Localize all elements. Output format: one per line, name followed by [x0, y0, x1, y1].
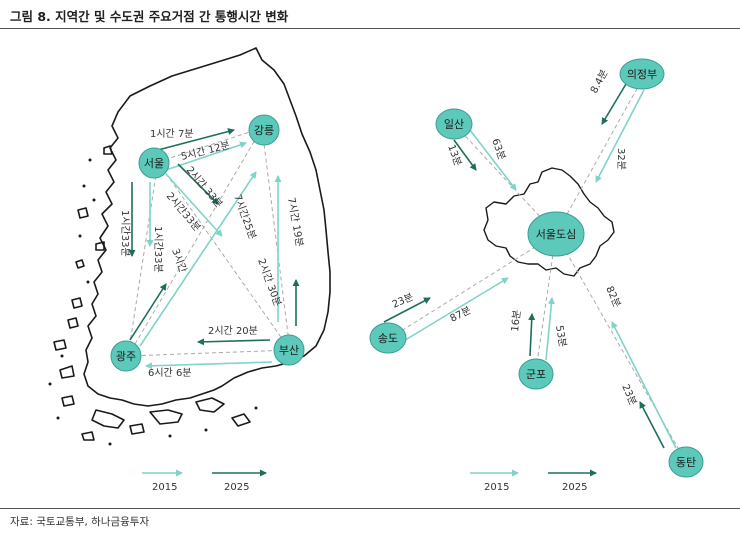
arrow-2025-ilsan [453, 139, 477, 171]
label-2025-seoul-busan: 2시간 33분 [184, 164, 225, 210]
label-2015-uijeongbu: 32분 [615, 148, 627, 170]
arrow-2015-ilsan [469, 129, 517, 191]
label-2025-seoul-gangneung: 1시간 7분 [150, 128, 194, 140]
node-busan-label: 부산 [279, 344, 299, 357]
node-ilsan: 일산 [435, 108, 473, 140]
arrow-2025-seoul-gangneung [157, 128, 235, 151]
legend-left: 2015 2025 [142, 469, 267, 493]
figure-title: 그림 8. 지역간 및 수도권 주요거점 간 통행시간 변화 [10, 9, 289, 24]
label-2015-seoul-busan: 2시간33분 [164, 190, 203, 233]
korea-map-outline [53, 47, 331, 441]
node-gunpo: 군포 [518, 358, 554, 390]
legend-left-2015-label: 2015 [152, 482, 177, 493]
arrow-2025-gunpo [528, 313, 536, 357]
legend-right-2015-label: 2015 [484, 482, 509, 493]
bottom-divider [0, 508, 740, 509]
label-2015-gunpo: 53분 [553, 324, 569, 348]
arrow-2015-gunpo [545, 297, 555, 361]
node-gangneung: 강릉 [248, 114, 280, 146]
node-uijeongbu-label: 의정부 [627, 68, 657, 81]
legend-left-2025-label: 2025 [224, 482, 249, 493]
seoul-outline [483, 167, 615, 277]
source-note: 자료: 국토교통부, 하나금융투자 [10, 516, 150, 528]
node-seoul: 서울 [138, 147, 170, 179]
node-seoul-downtown-label: 서울도심 [536, 228, 576, 241]
arrow-2025-seoul-busan [177, 163, 219, 205]
label-2015-gwangju-gangneung: 7시간25분 [231, 193, 258, 241]
arrow-2015-busan-gwangju [145, 361, 273, 370]
label-2025-uijeongbu: 8.4분 [588, 68, 610, 96]
arrow-2025-uijeongbu [601, 83, 627, 125]
arrow-2025-gwangju-gangneung [129, 283, 167, 341]
label-2015-seoul-gwangju: 1시간33분 [152, 226, 164, 273]
label-2015-gwangju-busan: 6시간 6분 [148, 367, 192, 379]
node-dongtan: 동탄 [668, 446, 704, 478]
legend-right: 2015 2025 [470, 469, 597, 493]
node-gwangju-label: 광주 [116, 350, 136, 363]
label-2025-gwangju-gangneung: 3시간 [169, 247, 189, 274]
arrow-2015-uijeongbu [595, 89, 645, 183]
node-gangneung-label: 강릉 [254, 124, 274, 137]
node-seoul-label: 서울 [144, 157, 164, 170]
top-divider [0, 28, 740, 29]
node-ilsan-label: 일산 [444, 117, 464, 131]
node-gunpo-label: 군포 [526, 368, 546, 381]
node-uijeongbu: 의정부 [619, 58, 665, 90]
label-2015-busan-gangneung: 7시간 19분 [285, 196, 305, 247]
national-dashed-links [127, 127, 291, 357]
label-2025-gwangju-busan: 2시간 20분 [208, 325, 258, 337]
arrow-2025-songdo [383, 297, 431, 323]
arrow-2015-songdo [391, 277, 509, 349]
arrow-2015-seoul-busan [165, 173, 223, 237]
label-2025-ilsan: 13분 [445, 143, 464, 168]
node-gwangju: 광주 [110, 340, 142, 372]
node-dongtan-label: 동탄 [676, 456, 696, 469]
map-dots [48, 158, 258, 446]
arrow-2025-busan-gwangju [197, 338, 271, 346]
arrow-2015-dongtan [611, 321, 677, 449]
label-2025-gunpo: 16분 [509, 309, 523, 332]
legend-right-2025-label: 2025 [562, 482, 587, 493]
node-songdo-label: 송도 [378, 332, 398, 345]
arrow-2015-gwangju-gangneung [139, 171, 257, 347]
node-seoul-downtown: 서울도심 [527, 211, 585, 257]
arrow-2025-dongtan [639, 401, 665, 449]
node-busan: 부산 [273, 334, 305, 366]
label-2015-dongtan: 82분 [603, 284, 623, 309]
node-songdo: 송도 [369, 322, 407, 354]
label-2025-seoul-gwangju: 1시간33분 [119, 210, 131, 257]
label-2025-dongtan: 23분 [619, 382, 639, 407]
